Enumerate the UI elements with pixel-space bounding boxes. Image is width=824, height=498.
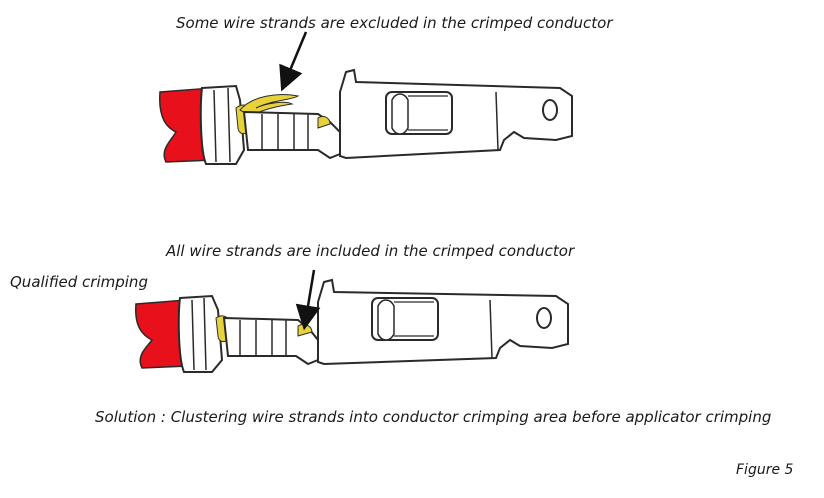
bad-crimp-caption: Some wire strands are excluded in the cr… bbox=[176, 14, 613, 32]
figure-number: Figure 5 bbox=[736, 462, 794, 478]
good-crimp-caption: All wire strands are included in the cri… bbox=[166, 242, 575, 260]
solution-caption: Solution : Clustering wire strands into … bbox=[95, 408, 772, 426]
contact-body-top bbox=[339, 68, 573, 160]
insulation-barrel-bottom bbox=[177, 294, 224, 373]
arrow-top bbox=[279, 31, 308, 92]
contact-body-bottom bbox=[317, 278, 569, 366]
terminal-bad-crimp bbox=[159, 68, 573, 165]
terminal-good-crimp bbox=[135, 278, 569, 373]
wire-insulation-bottom bbox=[135, 299, 189, 369]
qualified-crimping-label: Qualified crimping bbox=[10, 273, 148, 291]
stray-strands-top bbox=[239, 94, 300, 117]
arrow-bottom bbox=[295, 269, 321, 331]
strand-end-top bbox=[317, 115, 331, 129]
